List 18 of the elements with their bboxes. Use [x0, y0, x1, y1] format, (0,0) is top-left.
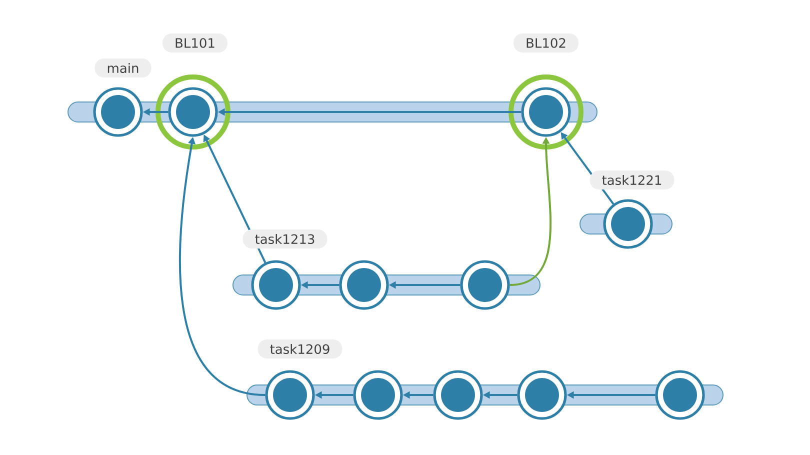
commit-circle — [265, 370, 315, 420]
commit-circle — [433, 370, 483, 420]
commit-circle — [339, 260, 389, 310]
branch-label: main — [94, 58, 152, 78]
commit-circle — [655, 370, 705, 420]
commit-circle — [353, 370, 403, 420]
commit-circle — [168, 87, 218, 137]
commit-circle — [521, 87, 571, 137]
commit-circle — [603, 199, 653, 249]
commit-circle — [251, 260, 301, 310]
branch-label: task1209 — [258, 340, 342, 358]
commit-circle — [460, 260, 510, 310]
branch-label: task1213 — [242, 230, 328, 248]
branch-label: BL102 — [514, 34, 578, 52]
branch-label: task1221 — [590, 170, 674, 190]
commit-circle — [517, 370, 567, 420]
branch-label: BL101 — [162, 34, 228, 52]
commit-circle — [93, 87, 143, 137]
